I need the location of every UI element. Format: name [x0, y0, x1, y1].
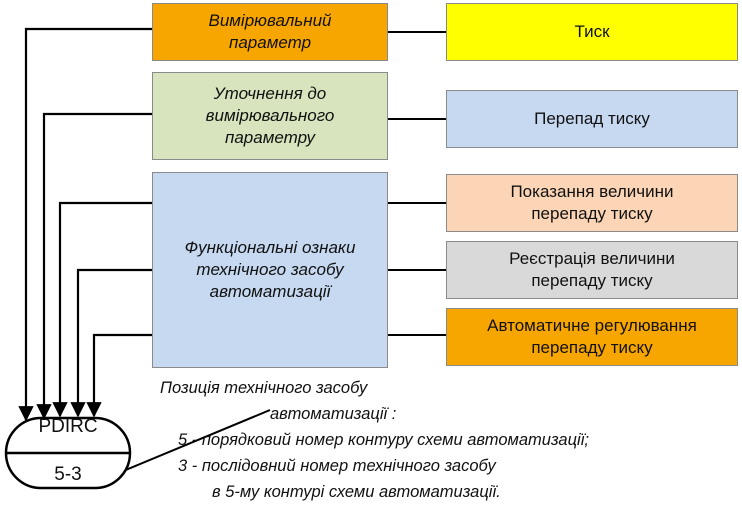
block-pressure: Тиск — [446, 3, 738, 61]
arrow-indication-line — [52, 201, 152, 418]
caption-line-4: 3 - послідовний номер технічного засобу — [178, 457, 496, 475]
tag-position-number: 5-3 — [54, 464, 82, 485]
caption-line-5: в 5-му контурі схеми автоматизації. — [212, 483, 501, 501]
block-pressure-difference: Перепад тиску — [446, 90, 738, 148]
tag-letter-code: PDIRC — [38, 416, 98, 437]
arrow-parameter-refinement — [36, 112, 152, 420]
caption-line-1: Позиція технічного засобу — [160, 379, 368, 397]
block-functional-features: Функціональні ознаки технічного засобу а… — [152, 172, 388, 368]
caption-line-3: 5 - порядковий номер контуру схеми автом… — [178, 431, 589, 449]
arrow-regulation-line — [86, 333, 152, 418]
block-auto-regulation: Автоматичне регулювання перепаду тиску — [446, 308, 738, 366]
block-indication: Показання величини перепаду тиску — [446, 174, 738, 232]
block-measured-parameter: Вимірювальний параметр — [152, 3, 388, 61]
block-registration: Реєстрація величини перепаду тиску — [446, 241, 738, 299]
arrow-measured-parameter — [18, 27, 152, 422]
caption-line-2: автоматизації : — [270, 405, 397, 423]
arrow-registration-line — [70, 268, 152, 418]
block-parameter-refinement: Уточнення до вимірювального параметру — [152, 72, 388, 160]
